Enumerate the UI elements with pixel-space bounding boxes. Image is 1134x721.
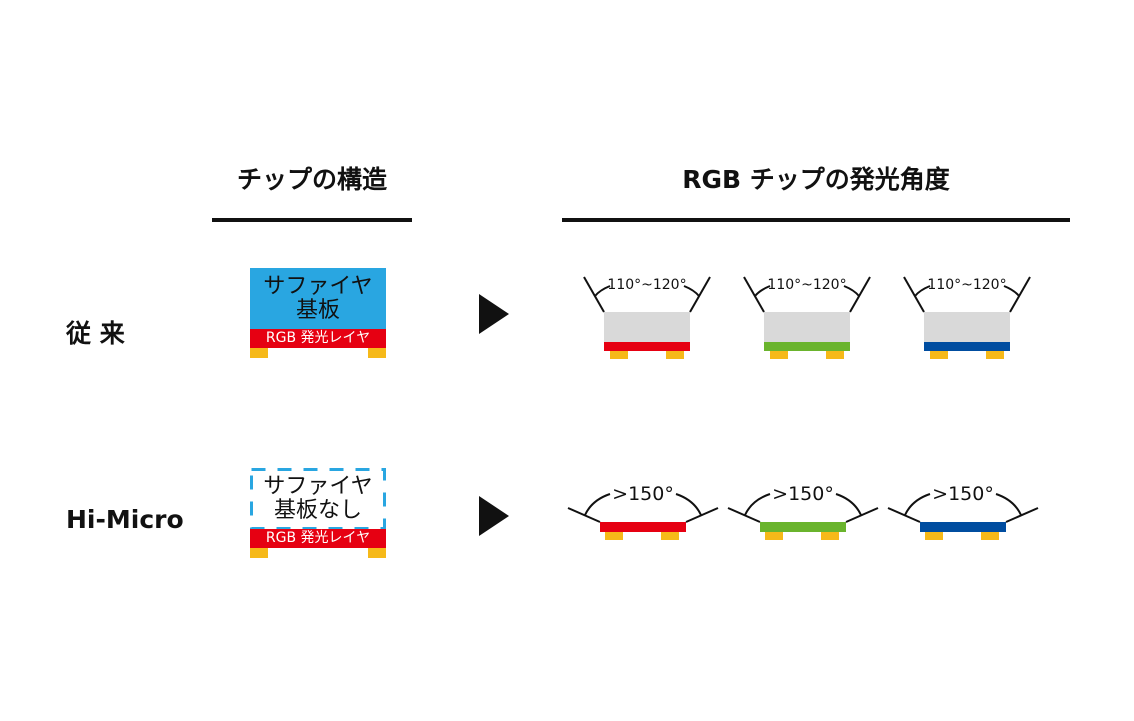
sapphire-substrate: サファイヤ 基板 <box>250 268 386 329</box>
angle-arc-right <box>995 493 1022 516</box>
angle-ray-left <box>887 507 921 523</box>
angle-ray-right <box>1005 507 1039 523</box>
emitting-layer <box>604 342 690 351</box>
angle-ray-left <box>583 276 605 313</box>
chip-red-hi-micro: >150° <box>567 483 719 540</box>
no-substrate-dashed-outline <box>250 468 386 530</box>
rgb-emitting-layer: RGB 発光レイヤ <box>250 529 386 548</box>
solder-pad-left <box>250 348 268 358</box>
rgb-emitting-layer: RGB 発光レイヤ <box>250 329 386 348</box>
chip-structure-hi-micro: サファイヤ 基板なし RGB 発光レイヤ <box>250 468 386 560</box>
chip-structure-conventional: サファイヤ 基板 RGB 発光レイヤ <box>250 268 386 360</box>
angle-label: >150° <box>612 483 674 505</box>
angle-arc-right <box>683 285 700 297</box>
solder-pad <box>826 351 844 359</box>
solder-pad <box>610 351 628 359</box>
chip-blue-conventional: 110°~120° <box>903 276 1031 359</box>
angle-ray-left <box>727 507 761 523</box>
angle-label: >150° <box>772 483 834 505</box>
angle-ray-left <box>743 276 765 313</box>
conventional-rgb-chips: 110°~120° 110°~120° 110°~120° <box>583 276 1031 359</box>
angle-ray-right <box>1009 276 1031 313</box>
angle-arc-left <box>594 285 611 297</box>
solder-pad <box>661 532 679 540</box>
emitting-layer <box>920 522 1006 532</box>
substrate-text-line-1: サファイヤ <box>263 473 373 499</box>
substrate-text-line-2: 基板なし <box>273 497 362 523</box>
solder-pad <box>765 532 783 540</box>
angle-arc-left <box>744 493 771 516</box>
hi-micro-rgb-chips: >150° >150° >150° <box>567 483 1039 540</box>
angle-ray-right <box>689 276 711 313</box>
emitting-layer <box>760 522 846 532</box>
emitting-layer <box>764 342 850 351</box>
solder-pad-right <box>368 548 386 558</box>
header-emission-angle: RGB チップの発光角度 <box>682 165 950 194</box>
angle-label: 110°~120° <box>927 277 1006 293</box>
chip-green-hi-micro: >150° <box>727 483 879 540</box>
solder-pad <box>605 532 623 540</box>
solder-pad-right <box>368 348 386 358</box>
angle-arc-right <box>1003 285 1020 297</box>
angle-arc-left <box>914 285 931 297</box>
angle-arc-left <box>584 493 611 516</box>
solder-pad <box>930 351 948 359</box>
angle-label: 110°~120° <box>767 277 846 293</box>
angle-arc-left <box>904 493 931 516</box>
solder-pad <box>666 351 684 359</box>
angle-ray-right <box>849 276 871 313</box>
chip-blue-hi-micro: >150° <box>887 483 1039 540</box>
angle-arc-right <box>835 493 862 516</box>
chip-body <box>924 312 1010 342</box>
header-chip-structure: チップの構造 <box>236 165 387 194</box>
header-chip-structure-rule <box>212 218 412 222</box>
solder-pad <box>821 532 839 540</box>
emitting-layer <box>600 522 686 532</box>
angle-arc-left <box>754 285 771 297</box>
emitting-layer <box>924 342 1010 351</box>
solder-pad <box>981 532 999 540</box>
no-substrate-area: サファイヤ 基板なし <box>250 468 386 529</box>
angle-arc-right <box>843 285 860 297</box>
solder-pad <box>986 351 1004 359</box>
row-label-hi-micro: Hi-Micro <box>66 505 184 534</box>
substrate-text-line-2: 基板 <box>295 297 340 323</box>
solder-pad-left <box>250 548 268 558</box>
angle-ray-left <box>567 507 601 523</box>
row-label-conventional: 従 来 <box>66 319 125 348</box>
angle-label: 110°~120° <box>607 277 686 293</box>
angle-ray-right <box>845 507 879 523</box>
solder-pad <box>925 532 943 540</box>
arrow-right-icon <box>479 294 509 334</box>
substrate-text-line-1: サファイヤ <box>263 273 373 299</box>
angle-arc-right <box>675 493 702 516</box>
angle-ray-left <box>903 276 925 313</box>
angle-label: >150° <box>932 483 994 505</box>
chip-body <box>604 312 690 342</box>
chip-red-conventional: 110°~120° <box>583 276 711 359</box>
angle-ray-right <box>685 507 719 523</box>
arrow-right-icon <box>479 496 509 536</box>
chip-body <box>764 312 850 342</box>
header-emission-angle-rule <box>562 218 1070 222</box>
chip-green-conventional: 110°~120° <box>743 276 871 359</box>
solder-pad <box>770 351 788 359</box>
